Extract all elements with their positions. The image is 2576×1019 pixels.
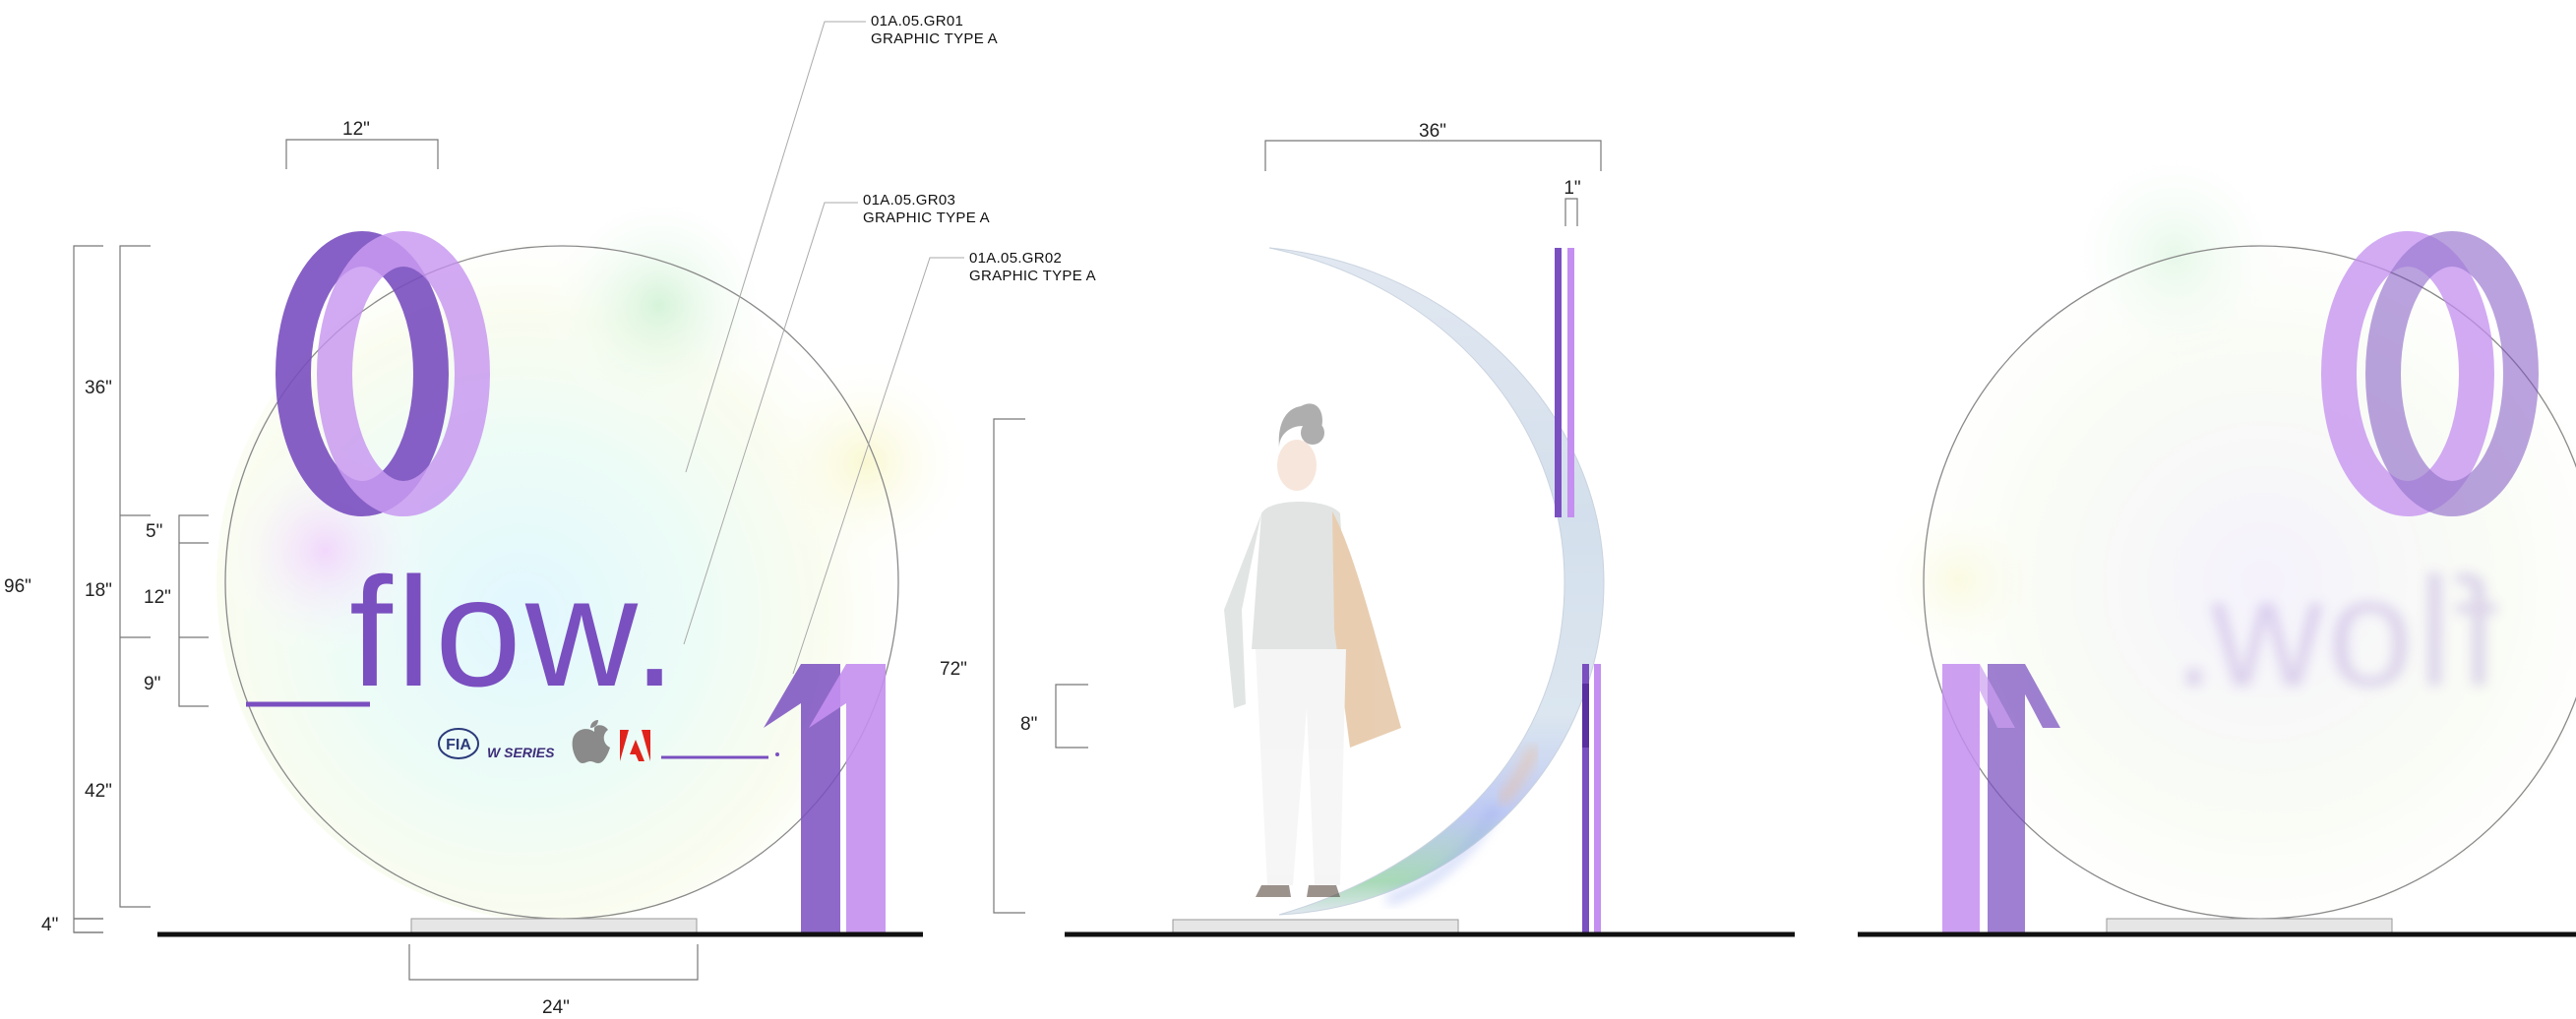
svg-text:72": 72" (940, 659, 967, 680)
side-top-graphic-bars (1555, 248, 1574, 517)
dim-base-width: 24" (408, 944, 699, 1018)
front-glow-yellow (758, 354, 974, 570)
dim-side-thickness: 1" (1564, 178, 1581, 226)
svg-text:12": 12" (342, 119, 370, 140)
fia-logo-icon: FIA (438, 728, 479, 759)
svg-text:GRAPHIC TYPE A: GRAPHIC TYPE A (863, 210, 990, 226)
front-zero-glyph (276, 231, 490, 516)
svg-text:36": 36" (85, 378, 112, 398)
svg-text:36": 36" (1419, 121, 1446, 142)
dim-figure-height: 72" (940, 418, 1025, 914)
dim-side-depth: 36" (1264, 121, 1602, 171)
svg-text:W SERIES: W SERIES (487, 745, 555, 760)
front-sponsor-logos: FIA W SERIES (438, 720, 779, 763)
w-series-logo-icon: W SERIES (487, 745, 555, 760)
rear-one-glyph (1942, 664, 2060, 934)
svg-text:GRAPHIC TYPE A: GRAPHIC TYPE A (969, 268, 1096, 284)
front-glow (216, 243, 895, 922)
svg-text:42": 42" (85, 781, 112, 802)
dim-top-width: 12" (285, 119, 439, 169)
callout-gr01: 01A.05.GR01 GRAPHIC TYPE A (685, 13, 998, 473)
rear-elevation: flow. (1858, 138, 2576, 937)
rear-flow-logo-mirrored: flow. (2169, 546, 2499, 719)
sponsor-dot (775, 752, 779, 756)
dim-segment-ladder: 36" 18" 42" 4" (41, 245, 151, 935)
callout-gr02: 01A.05.GR02 GRAPHIC TYPE A (792, 250, 1096, 675)
svg-text:24": 24" (542, 997, 570, 1018)
front-flow-logo: flow. (349, 546, 680, 719)
svg-text:FIA: FIA (446, 737, 471, 753)
svg-text:18": 18" (85, 580, 112, 601)
svg-text:01A.05.GR01: 01A.05.GR01 (871, 13, 963, 30)
svg-text:12": 12" (144, 587, 171, 608)
side-elevation: 36" 1" 72" 8" (940, 121, 1795, 937)
svg-text:5": 5" (146, 521, 162, 542)
svg-text:01A.05.GR02: 01A.05.GR02 (969, 250, 1062, 267)
svg-text:01A.05.GR03: 01A.05.GR03 (863, 192, 955, 209)
rear-zero-glyph (2321, 231, 2539, 516)
front-one-glyph (764, 664, 886, 934)
adobe-logo-icon (620, 730, 650, 761)
front-glow-green (541, 187, 777, 423)
svg-text:GRAPHIC TYPE A: GRAPHIC TYPE A (871, 30, 998, 47)
side-bottom-graphic-bars (1582, 664, 1601, 934)
svg-text:9": 9" (144, 674, 160, 694)
dim-graphic-height: 8" (1020, 684, 1088, 749)
callout-gr03: 01A.05.GR03 GRAPHIC TYPE A (683, 192, 990, 645)
dim-sub-ladder: 5" 12" 9" (144, 514, 209, 707)
svg-text:1": 1" (1564, 178, 1580, 199)
apple-logo-icon (572, 720, 610, 763)
rear-glow (1924, 243, 2576, 922)
human-scale-figure (1224, 403, 1401, 897)
svg-text:8": 8" (1020, 714, 1037, 735)
front-elevation: flow. FIA W SERIES (4, 13, 1096, 1018)
svg-text:96": 96" (4, 576, 31, 597)
svg-text:4": 4" (41, 915, 58, 935)
